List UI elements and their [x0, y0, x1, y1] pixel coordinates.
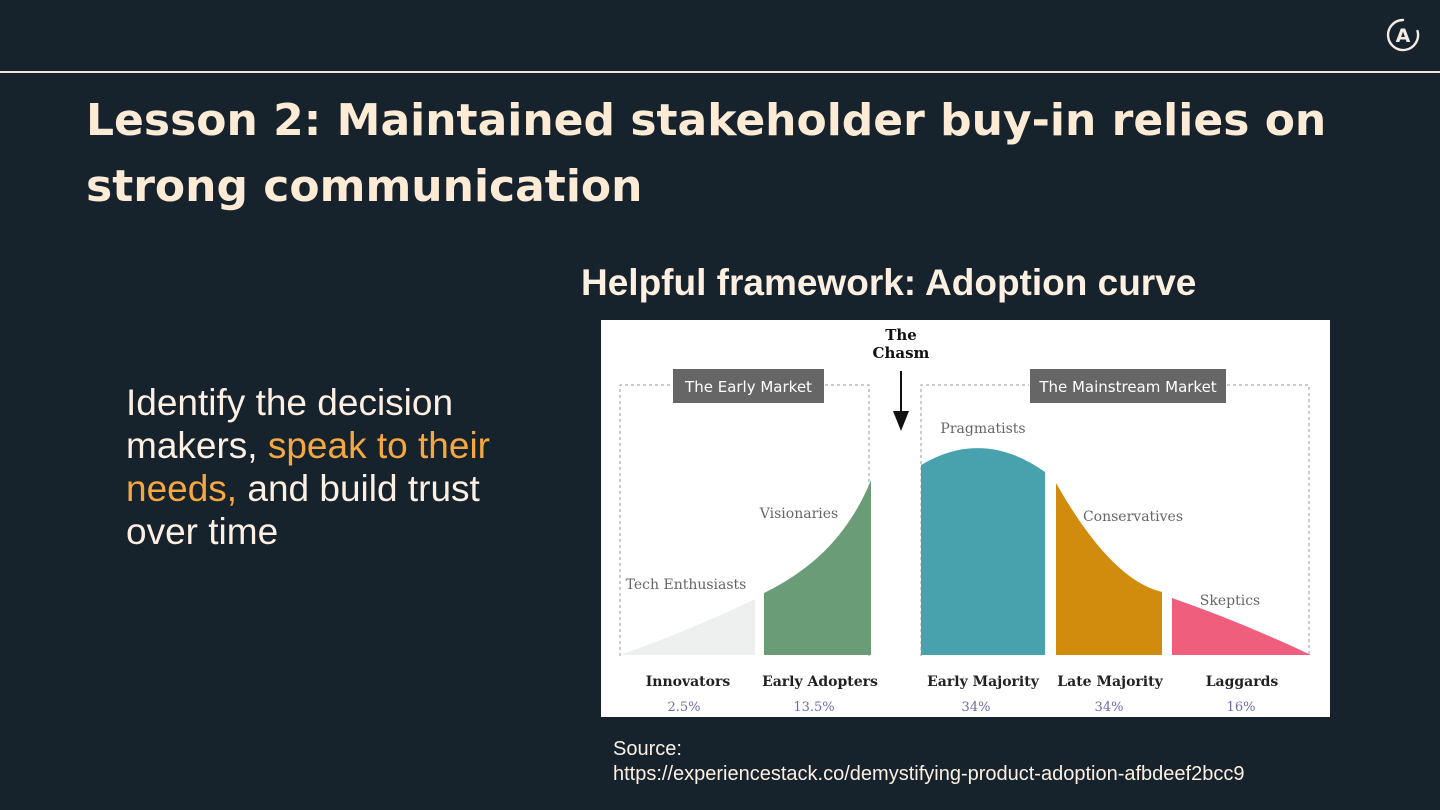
innovators-name: Innovators [646, 674, 731, 690]
source-label: Source: [613, 738, 682, 760]
innovators-segment [620, 599, 755, 655]
source-citation: Source: https://experiencestack.co/demys… [613, 737, 1373, 787]
laggards-name: Laggards [1206, 674, 1279, 690]
logo: A [1386, 18, 1420, 52]
late-majority-percent: 34% [1095, 700, 1124, 715]
early-adopters-name: Early Adopters [762, 674, 878, 690]
tech-enthusiasts-label: Tech Enthusiasts [626, 577, 747, 593]
body-text-part2: and build trust over time [126, 468, 480, 552]
conservatives-label: Conservatives [1083, 509, 1183, 525]
chasm-arrow-icon [893, 371, 909, 431]
innovators-percent: 2.5% [667, 700, 700, 715]
early-majority-segment [921, 448, 1045, 655]
body-text-highlight: speak to their needs, [126, 425, 490, 509]
chasm-label-line2: Chasm [873, 344, 930, 362]
chasm-label-line1: The [885, 326, 917, 344]
skeptics-label: Skeptics [1200, 593, 1260, 609]
early-market-label-box [673, 369, 824, 403]
early-adopters-segment [764, 480, 871, 655]
pragmatists-label: Pragmatists [940, 421, 1025, 437]
late-majority-segment [1056, 483, 1162, 655]
mainstream-market-label: The Mainstream Market [1038, 378, 1216, 396]
late-majority-name: Late Majority [1057, 674, 1163, 690]
header-divider [0, 71, 1440, 73]
laggards-segment [1172, 598, 1311, 655]
early-majority-name: Early Majority [927, 674, 1040, 690]
visionaries-label: Visionaries [759, 506, 838, 522]
a-circle-logo-icon: A [1386, 18, 1420, 52]
mainstream-market-label-box [1030, 369, 1226, 403]
early-adopters-percent: 13.5% [793, 700, 834, 715]
adoption-curve-svg: The Early Market The Mainstream Market T… [619, 326, 1311, 715]
slide-title: Lesson 2: Maintained stakeholder buy-in … [86, 95, 1327, 212]
early-majority-percent: 34% [962, 700, 991, 715]
adoption-curve-diagram: The Early Market The Mainstream Market T… [601, 320, 1330, 717]
diagram-subtitle: Helpful framework: Adoption curve [581, 262, 1197, 303]
body-text: Identify the decision makers, speak to t… [126, 381, 546, 553]
laggards-percent: 16% [1227, 700, 1256, 715]
logo-letter: A [1396, 25, 1411, 47]
source-url: https://experiencestack.co/demystifying-… [613, 763, 1245, 785]
early-market-label: The Early Market [684, 378, 812, 396]
body-text-part1: Identify the decision makers, [126, 382, 454, 466]
